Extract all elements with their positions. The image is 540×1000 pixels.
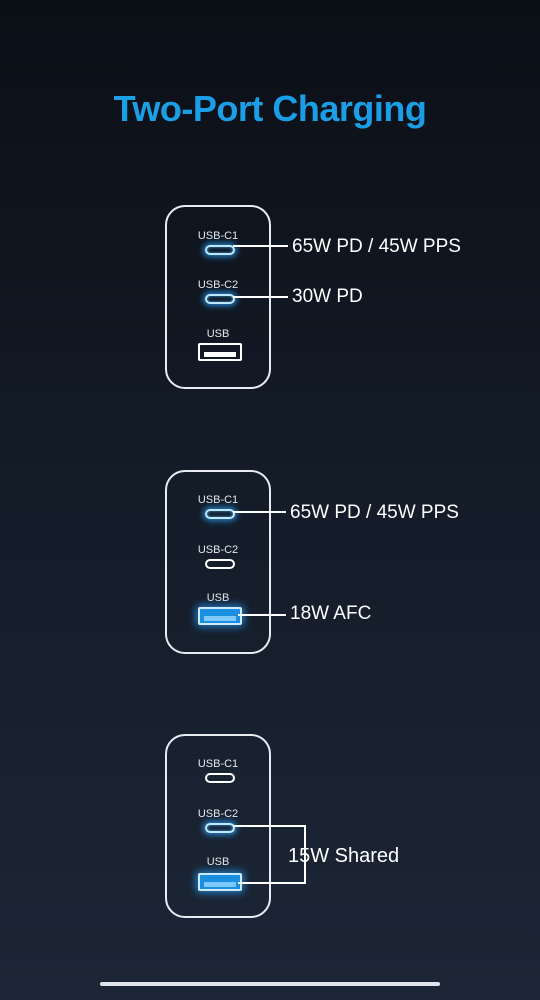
usb-c2-port-icon: [205, 823, 235, 833]
connector-line: [238, 614, 286, 616]
usb-c2-port-icon: [205, 294, 235, 304]
usb-a-output-label: 18W AFC: [290, 603, 372, 624]
charger-config-2: USB-C1 USB-C2 USB: [165, 470, 271, 654]
usb-a-port-icon: [198, 607, 242, 625]
usb-c1-output-label: 65W PD / 45W PPS: [290, 502, 459, 523]
usb-a-port-icon: [198, 343, 242, 361]
usb-a-label: USB: [206, 328, 230, 340]
connector-line: [233, 825, 306, 827]
usb-c1-label: USB-C1: [197, 758, 239, 770]
connector-line: [238, 882, 306, 884]
usb-c2-label: USB-C2: [197, 279, 239, 291]
connector-line: [233, 511, 286, 513]
usb-c1-label: USB-C1: [197, 230, 239, 242]
connector-line: [233, 245, 288, 247]
usb-c1-label: USB-C1: [197, 494, 239, 506]
shared-output-label: 15W Shared: [288, 845, 400, 867]
usb-c1-port-icon: [205, 509, 235, 519]
usb-c1-port-icon: [205, 773, 235, 783]
home-indicator[interactable]: [100, 982, 440, 986]
usb-a-label: USB: [206, 856, 230, 868]
connector-line: [233, 296, 288, 298]
usb-c2-label: USB-C2: [197, 808, 239, 820]
bracket-line: [304, 825, 306, 884]
usb-c2-port-icon: [205, 559, 235, 569]
usb-c1-port-icon: [205, 245, 235, 255]
usb-c2-output-label: 30W PD: [292, 286, 363, 307]
usb-c2-label: USB-C2: [197, 544, 239, 556]
usb-a-label: USB: [206, 592, 230, 604]
page-title: Two-Port Charging: [113, 88, 427, 129]
usb-a-port-icon: [198, 873, 242, 891]
usb-c1-output-label: 65W PD / 45W PPS: [292, 236, 461, 257]
